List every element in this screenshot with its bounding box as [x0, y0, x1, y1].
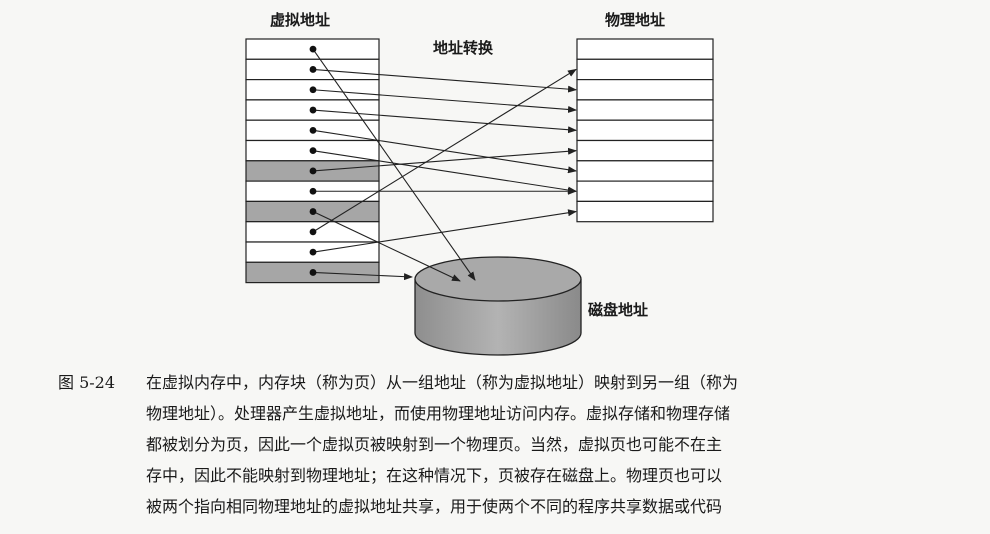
mapping-arrow	[312, 147, 577, 172]
mapping-dot	[309, 269, 317, 276]
physical-page-row	[576, 99, 714, 121]
caption-line: 在虚拟内存中，内存块（称为页）从一组地址（称为虚拟地址）映射到另一组（称为	[146, 373, 739, 392]
virtual-address-label: 虚拟地址	[270, 11, 331, 29]
caption-text: 在虚拟内存中，内存块（称为页）从一组地址（称为虚拟地址）映射到另一组（称为 物理…	[146, 367, 926, 522]
mapping-arrow	[312, 209, 577, 253]
figure-number: 图 5-24	[58, 373, 116, 392]
mapping-dot	[309, 187, 317, 195]
physical-page-row	[576, 119, 714, 142]
mapping-dot	[309, 106, 317, 114]
physical-page-row	[576, 139, 714, 162]
caption-line: 存中，因此不能映射到物理地址；在这种情况下，页被存在磁盘上。物理页也可以	[146, 466, 723, 485]
mapping-arrows	[312, 48, 577, 282]
physical-page-row	[576, 200, 714, 223]
mapping-dot	[309, 45, 317, 53]
disk-top	[414, 256, 582, 302]
mapping-arrow	[312, 150, 577, 194]
physical-page-row	[576, 160, 714, 182]
caption-line: 被两个指向相同物理地址的虚拟地址共享，用于使两个不同的程序共享数据或代码	[146, 497, 723, 516]
address-translation-label: 地址转换	[433, 39, 494, 57]
mapping-arrow	[312, 271, 413, 281]
mapping-dot	[309, 66, 317, 73]
mapping-dot	[309, 147, 317, 155]
disk-address-label: 磁盘地址	[588, 301, 649, 319]
physical-page-row	[576, 38, 714, 60]
physical-address-label: 物理地址	[605, 11, 666, 29]
caption-line: 都被划分为页，因此一个虚拟页被映射到一个物理页。当然，虚拟页也可能不在主	[146, 435, 723, 454]
mapping-dot	[309, 248, 317, 256]
disk-cylinder	[414, 256, 582, 356]
mapping-dot	[309, 86, 317, 94]
physical-address-table	[576, 38, 714, 223]
physical-page-row	[576, 58, 714, 81]
virtual-address-table	[245, 38, 380, 284]
mapping-arrow	[312, 211, 461, 282]
mapping-arrow	[312, 68, 577, 233]
mapping-dot	[309, 208, 317, 215]
mapping-arrow	[312, 68, 577, 93]
physical-page-row	[576, 180, 714, 203]
mapping-dot	[309, 167, 317, 175]
memory-mapping-diagram	[245, 38, 714, 356]
mapping-dots	[309, 45, 317, 276]
mapping-dot	[309, 228, 317, 236]
mapping-dot	[309, 126, 317, 134]
physical-page-row	[576, 78, 714, 101]
caption-line: 物理地址）。处理器产生虚拟地址，而使用物理地址访问内存。虚拟存储和物理存储	[146, 404, 731, 423]
mapping-arrow	[312, 109, 577, 134]
mapping-arrow	[312, 89, 577, 113]
